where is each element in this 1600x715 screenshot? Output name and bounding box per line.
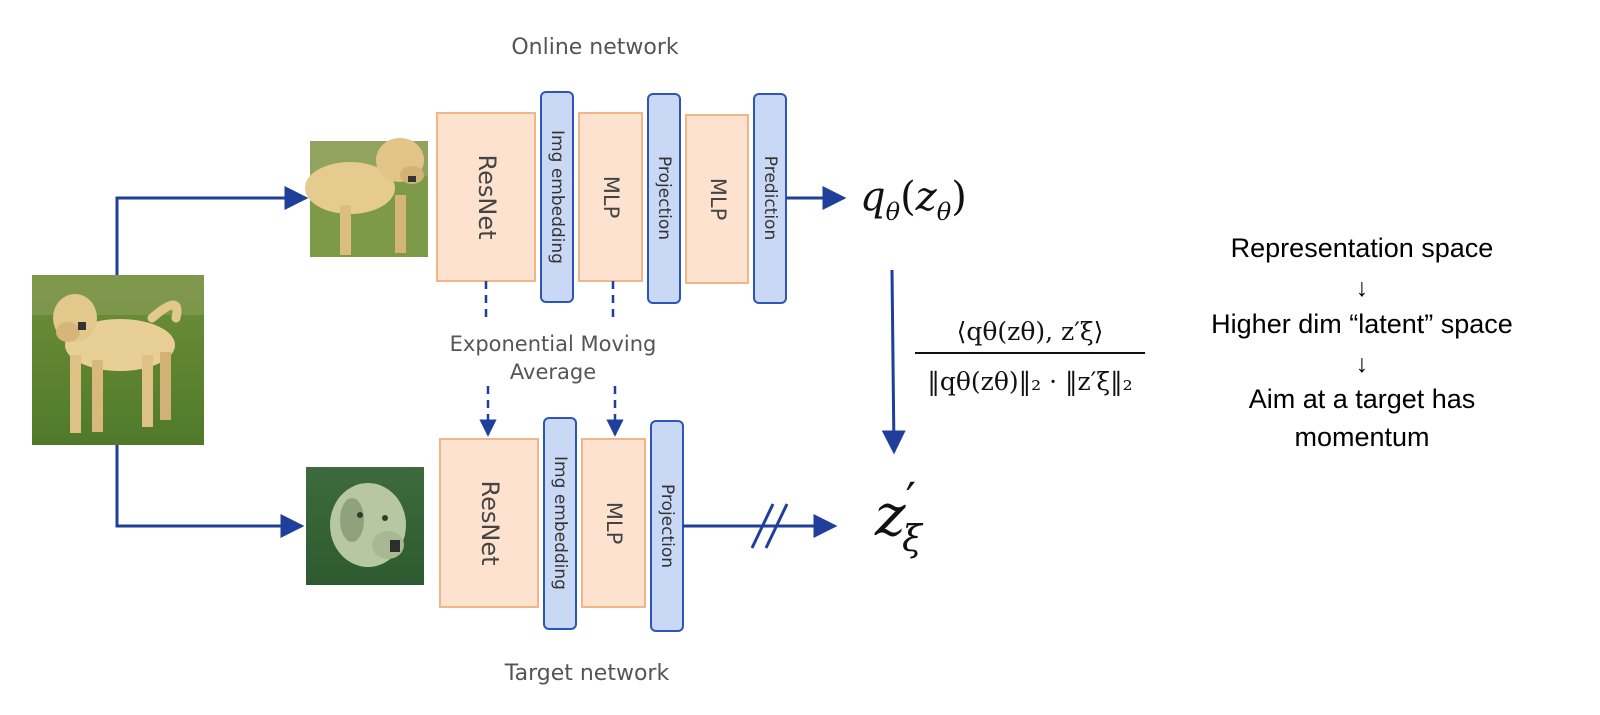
online-img-embedding-block: Img embedding	[540, 91, 574, 303]
theta-subscript-2: θ	[937, 198, 952, 226]
online-resnet-label: ResNet	[473, 155, 501, 240]
online-mlp2-label: MLP	[706, 178, 730, 220]
stop-gradient-mark-2	[764, 503, 789, 549]
online-view-image	[305, 138, 428, 257]
target-mlp-label: MLP	[602, 502, 626, 544]
open-paren: (	[900, 174, 916, 220]
online-mlp1-label: MLP	[599, 176, 623, 218]
z-symbol: z	[915, 174, 938, 220]
side-note-representation-space: Representation space	[1231, 233, 1494, 263]
loss-numerator: ⟨qθ(zθ), z′ξ⟩	[957, 317, 1104, 346]
online-resnet-block: ResNet	[436, 112, 536, 282]
online-prediction-label: Prediction	[760, 156, 780, 240]
q-symbol: q	[860, 174, 886, 220]
side-note-aim-target: Aim at a target has	[1249, 384, 1476, 414]
target-projection-block: Projection	[650, 420, 684, 632]
target-output-z-prime-xi: z′ξ	[874, 472, 924, 560]
online-network-label: Online network	[511, 35, 679, 60]
target-resnet-label: ResNet	[476, 481, 504, 566]
online-mlp1-block: MLP	[578, 112, 643, 282]
close-paren: )	[951, 174, 967, 220]
target-resnet-block: ResNet	[439, 438, 539, 608]
target-network-label: Target network	[504, 661, 670, 686]
online-projection-label: Projection	[654, 156, 674, 240]
online-img-embedding-label: Img embedding	[547, 130, 567, 264]
target-img-embedding-block: Img embedding	[543, 417, 577, 630]
arrow-input-online	[115, 186, 309, 275]
online-output-q-theta-z-theta: qθ(zθ)	[860, 174, 967, 226]
side-note-arrow-1: ↓	[1356, 274, 1369, 302]
loss-denominator: ‖qθ(zθ)‖₂ · ‖z′ξ‖₂	[927, 367, 1132, 397]
target-img-embedding-label: Img embedding	[550, 456, 570, 590]
online-mlp2-block: MLP	[685, 114, 749, 284]
z-prime-symbol: z	[874, 481, 906, 549]
arrow-input-target	[115, 445, 305, 538]
side-notes: Representation space ↓ Higher dim “laten…	[1211, 233, 1513, 452]
ema-label-line2: Average	[510, 360, 596, 384]
side-note-arrow-2: ↓	[1356, 350, 1369, 378]
target-mlp-block: MLP	[581, 438, 646, 608]
original-dog-image	[32, 275, 204, 445]
xi-subscript: ξ	[902, 519, 924, 560]
side-note-momentum: momentum	[1294, 422, 1429, 452]
online-projection-block: Projection	[647, 93, 681, 304]
online-prediction-block: Prediction	[753, 93, 787, 304]
theta-subscript: θ	[886, 198, 901, 226]
prime-mark: ′	[906, 472, 916, 526]
side-note-latent-space: Higher dim “latent” space	[1211, 309, 1513, 339]
loss-formula: ⟨qθ(zθ), z′ξ⟩ ‖qθ(zθ)‖₂ · ‖z′ξ‖₂	[915, 317, 1145, 397]
target-view-image	[306, 467, 424, 585]
stop-gradient-mark-1	[750, 503, 775, 549]
ema-label-line1: Exponential Moving	[450, 332, 657, 356]
target-projection-label: Projection	[657, 484, 677, 568]
arrow-prediction-to-target	[881, 269, 906, 455]
